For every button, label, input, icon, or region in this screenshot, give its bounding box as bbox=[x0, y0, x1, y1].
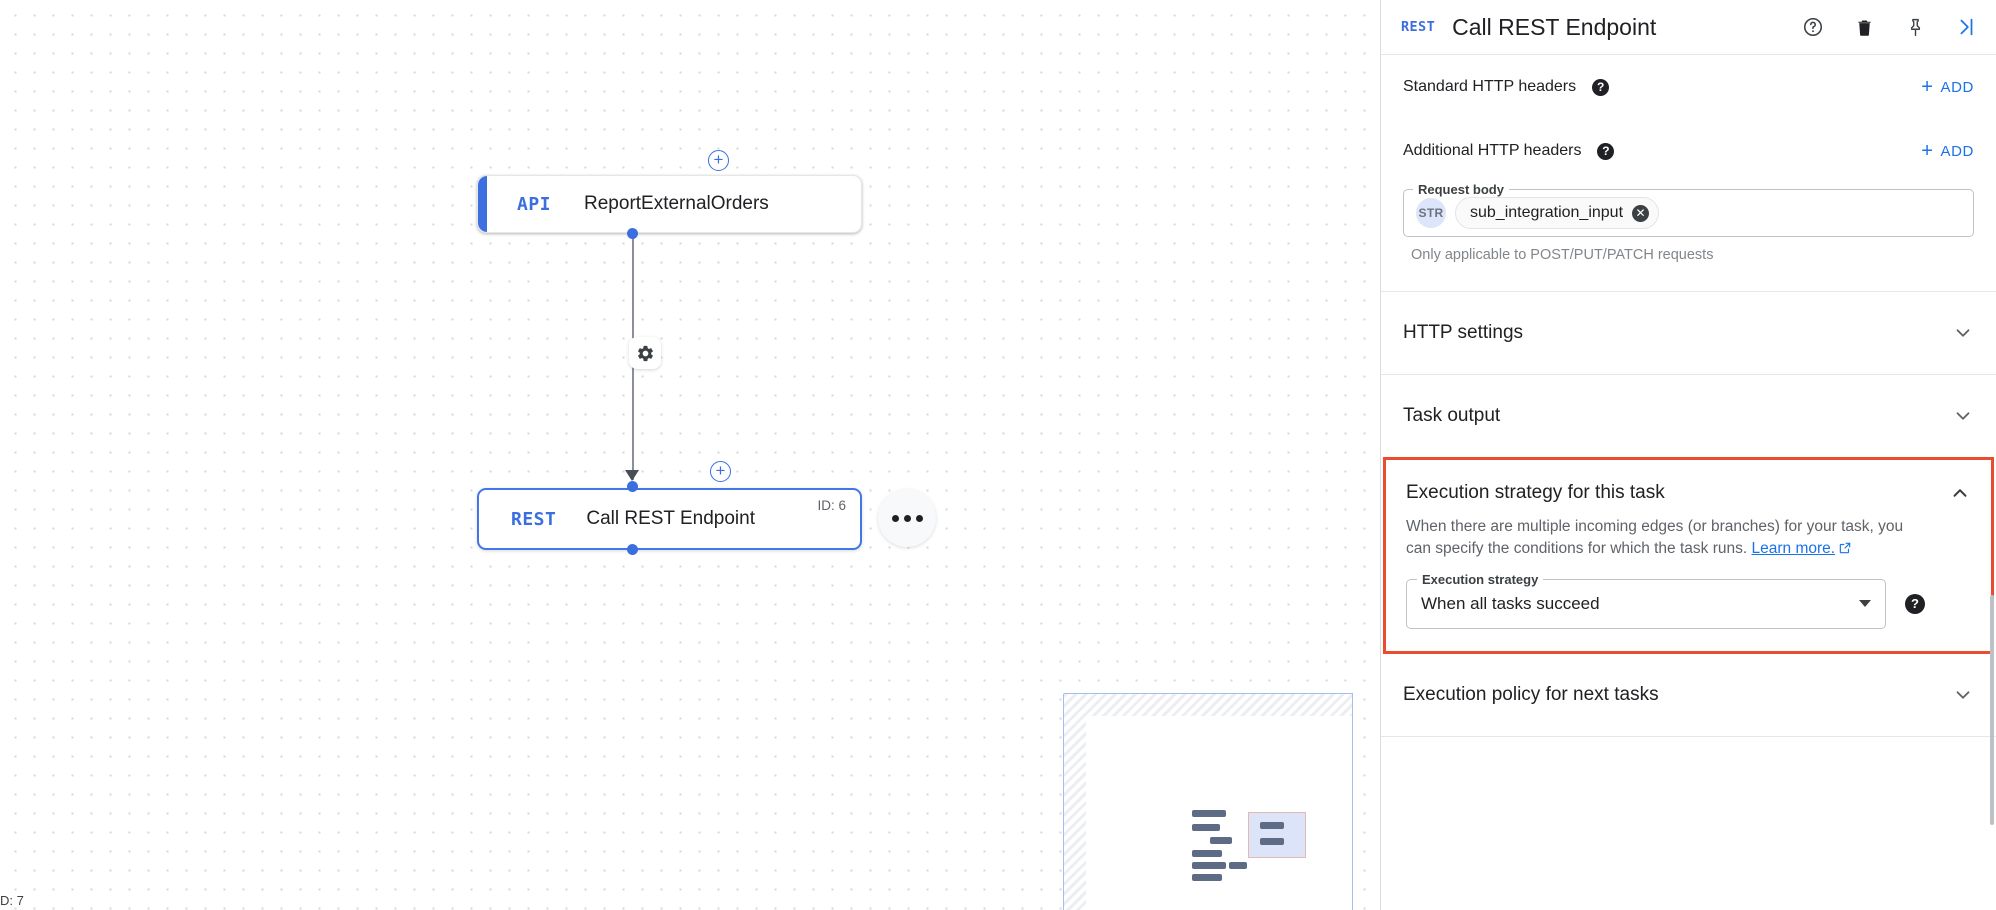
node-output-port[interactable] bbox=[627, 228, 638, 239]
node-id-badge: ID: 6 bbox=[817, 498, 846, 513]
standard-http-headers-row: Standard HTTP headers ? + ADD bbox=[1381, 55, 1996, 119]
divider bbox=[1381, 735, 1996, 737]
section-execution-policy[interactable]: Execution policy for next tasks bbox=[1381, 654, 1996, 736]
node-more-options-button[interactable] bbox=[878, 489, 936, 547]
panel-kind-label: REST bbox=[1401, 19, 1436, 35]
execution-strategy-field-wrap: Execution strategy When all tasks succee… bbox=[1386, 563, 1991, 651]
node-title: ReportExternalOrders bbox=[584, 193, 769, 214]
workflow-canvas[interactable]: API ReportExternalOrders REST Call REST … bbox=[0, 0, 1380, 910]
execution-strategy-section-highlight: Execution strategy for this task When th… bbox=[1383, 457, 1994, 654]
request-body-legend: Request body bbox=[1413, 182, 1509, 197]
dot bbox=[915, 514, 923, 522]
help-icon[interactable] bbox=[1801, 15, 1825, 39]
section-title: HTTP settings bbox=[1403, 322, 1524, 343]
add-additional-header-button[interactable]: + ADD bbox=[1921, 141, 1974, 161]
section-title: Execution strategy for this task bbox=[1406, 482, 1665, 503]
divider bbox=[1381, 291, 1996, 292]
additional-http-headers-label: Additional HTTP headers bbox=[1403, 142, 1582, 159]
canvas-footer-text: D: 7 bbox=[0, 893, 24, 908]
additional-http-headers-row: Additional HTTP headers ? + ADD bbox=[1381, 119, 1996, 183]
external-link-icon[interactable] bbox=[1838, 540, 1852, 562]
section-title: Task output bbox=[1403, 405, 1501, 426]
section-task-output[interactable]: Task output bbox=[1381, 375, 1996, 457]
request-body-helper-text: Only applicable to POST/PUT/PATCH reques… bbox=[1411, 247, 1714, 263]
section-execution-strategy[interactable]: Execution strategy for this task bbox=[1386, 460, 1991, 510]
plus-circle-icon[interactable] bbox=[708, 150, 729, 171]
panel-header: REST Call REST Endpoint bbox=[1381, 0, 1996, 55]
node-input-port[interactable] bbox=[627, 481, 638, 492]
panel-body[interactable]: Standard HTTP headers ? + ADD Additional… bbox=[1381, 55, 1996, 910]
plus-icon: + bbox=[1921, 140, 1934, 162]
node-title: Call REST Endpoint bbox=[586, 508, 755, 529]
remove-chip-icon[interactable]: ✕ bbox=[1632, 204, 1650, 222]
variable-name: sub_integration_input bbox=[1470, 204, 1624, 221]
section-http-settings[interactable]: HTTP settings bbox=[1381, 292, 1996, 374]
add-standard-header-button[interactable]: + ADD bbox=[1921, 77, 1974, 97]
edge-gear-icon[interactable] bbox=[629, 337, 661, 369]
node-report-external-orders[interactable]: API ReportExternalOrders bbox=[477, 175, 862, 233]
edge-arrow-icon bbox=[625, 470, 639, 481]
execution-strategy-select[interactable]: Execution strategy When all tasks succee… bbox=[1406, 571, 1925, 629]
description-text: When there are multiple incoming edges (… bbox=[1406, 518, 1904, 558]
node-accent-bar bbox=[478, 176, 487, 232]
help-icon[interactable]: ? bbox=[1905, 593, 1925, 614]
node-kind-label: API bbox=[517, 193, 552, 215]
node-output-port[interactable] bbox=[627, 544, 638, 555]
standard-http-headers-label: Standard HTTP headers bbox=[1403, 78, 1577, 95]
canvas-placeholder-illustration bbox=[1192, 810, 1312, 881]
chevron-down-icon[interactable] bbox=[1952, 405, 1974, 427]
chevron-down-icon[interactable] bbox=[1952, 322, 1974, 344]
dot bbox=[891, 514, 899, 522]
panel-header-actions bbox=[1801, 15, 1978, 39]
plus-circle-icon[interactable] bbox=[710, 461, 731, 482]
help-icon[interactable]: ? bbox=[1592, 78, 1610, 96]
divider bbox=[1381, 374, 1996, 375]
variable-type-badge: STR bbox=[1416, 198, 1446, 228]
collapse-panel-icon[interactable] bbox=[1954, 15, 1978, 39]
node-kind-label: REST bbox=[511, 508, 557, 530]
execution-strategy-description: When there are multiple incoming edges (… bbox=[1386, 510, 1926, 563]
delete-icon[interactable] bbox=[1852, 15, 1876, 39]
chevron-down-icon[interactable] bbox=[1952, 684, 1974, 706]
chevron-down-icon[interactable] bbox=[1859, 600, 1871, 608]
execution-strategy-value: When all tasks succeed bbox=[1421, 593, 1600, 613]
request-body-field-wrap: Request body STR sub_integration_input ✕ bbox=[1381, 182, 1996, 237]
chevron-up-icon[interactable] bbox=[1949, 482, 1971, 504]
request-body-field[interactable]: Request body STR sub_integration_input ✕ bbox=[1403, 182, 1974, 237]
pin-icon[interactable] bbox=[1903, 15, 1927, 39]
panel-title: Call REST Endpoint bbox=[1452, 13, 1657, 40]
panel-scrollbar[interactable] bbox=[1990, 595, 1994, 825]
dot bbox=[903, 514, 911, 522]
section-title: Execution policy for next tasks bbox=[1403, 683, 1659, 705]
plus-icon: + bbox=[1921, 76, 1934, 98]
task-config-panel: REST Call REST Endpoint bbox=[1380, 0, 1996, 910]
request-body-variable-chip[interactable]: sub_integration_input ✕ bbox=[1455, 197, 1660, 229]
node-call-rest-endpoint[interactable]: REST Call REST Endpoint ID: 6 bbox=[477, 488, 862, 550]
canvas-placeholder-panel bbox=[1063, 693, 1353, 910]
execution-strategy-legend: Execution strategy bbox=[1417, 571, 1544, 587]
help-icon[interactable]: ? bbox=[1597, 142, 1615, 160]
add-label: ADD bbox=[1940, 78, 1974, 96]
add-label: ADD bbox=[1940, 142, 1974, 160]
learn-more-link[interactable]: Learn more. bbox=[1751, 540, 1836, 558]
